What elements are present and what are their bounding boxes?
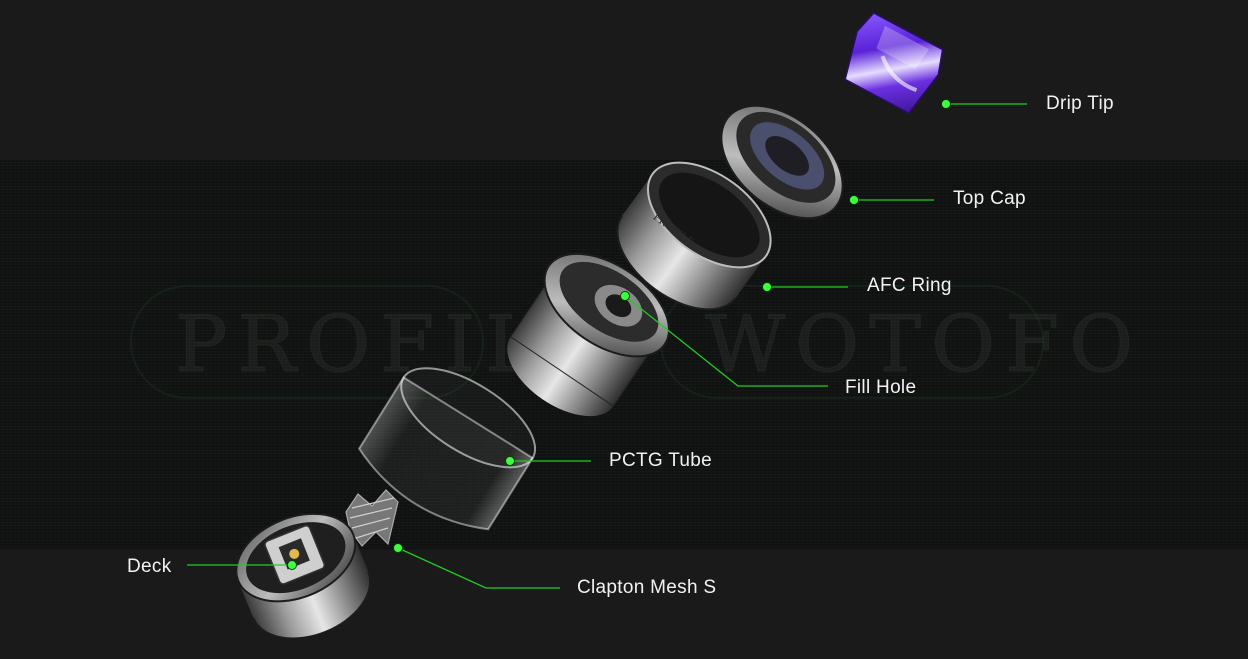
leader-dots: [287, 99, 951, 570]
clapton-mesh-part: [345, 489, 399, 547]
drip-tip-dot: [941, 99, 951, 109]
fill-hole-leader: [624, 295, 828, 387]
label-drip-tip: Drip Tip: [1046, 93, 1114, 114]
label-clapton-mesh: Clapton Mesh S: [577, 577, 717, 598]
leader-lines: [187, 103, 1027, 589]
watermark-outline-left: [130, 285, 484, 399]
clapton-mesh-dot: [393, 543, 403, 553]
label-afc-ring: AFC Ring: [867, 275, 952, 296]
deck-dot: [287, 560, 297, 570]
label-deck: Deck: [127, 556, 172, 577]
pctg-tube-part: [357, 367, 537, 531]
afc-ring-dot: [762, 282, 772, 292]
drip-tip-part: [844, 12, 944, 115]
pctg-tube-dot: [505, 456, 515, 466]
deck-part: [235, 512, 372, 640]
clapton-mesh-leader: [397, 547, 560, 589]
top-cap-part: [720, 104, 844, 220]
watermark-right: WOTOFO: [704, 300, 1144, 391]
label-fill-hole: Fill Hole: [845, 377, 917, 398]
afc-ring-part: PROFILE: [616, 161, 772, 311]
fill-hole-dot: [620, 291, 630, 301]
label-pctg-tube: PCTG Tube: [609, 450, 713, 471]
label-top-cap: Top Cap: [953, 188, 1026, 209]
top-cap-dot: [849, 195, 859, 205]
